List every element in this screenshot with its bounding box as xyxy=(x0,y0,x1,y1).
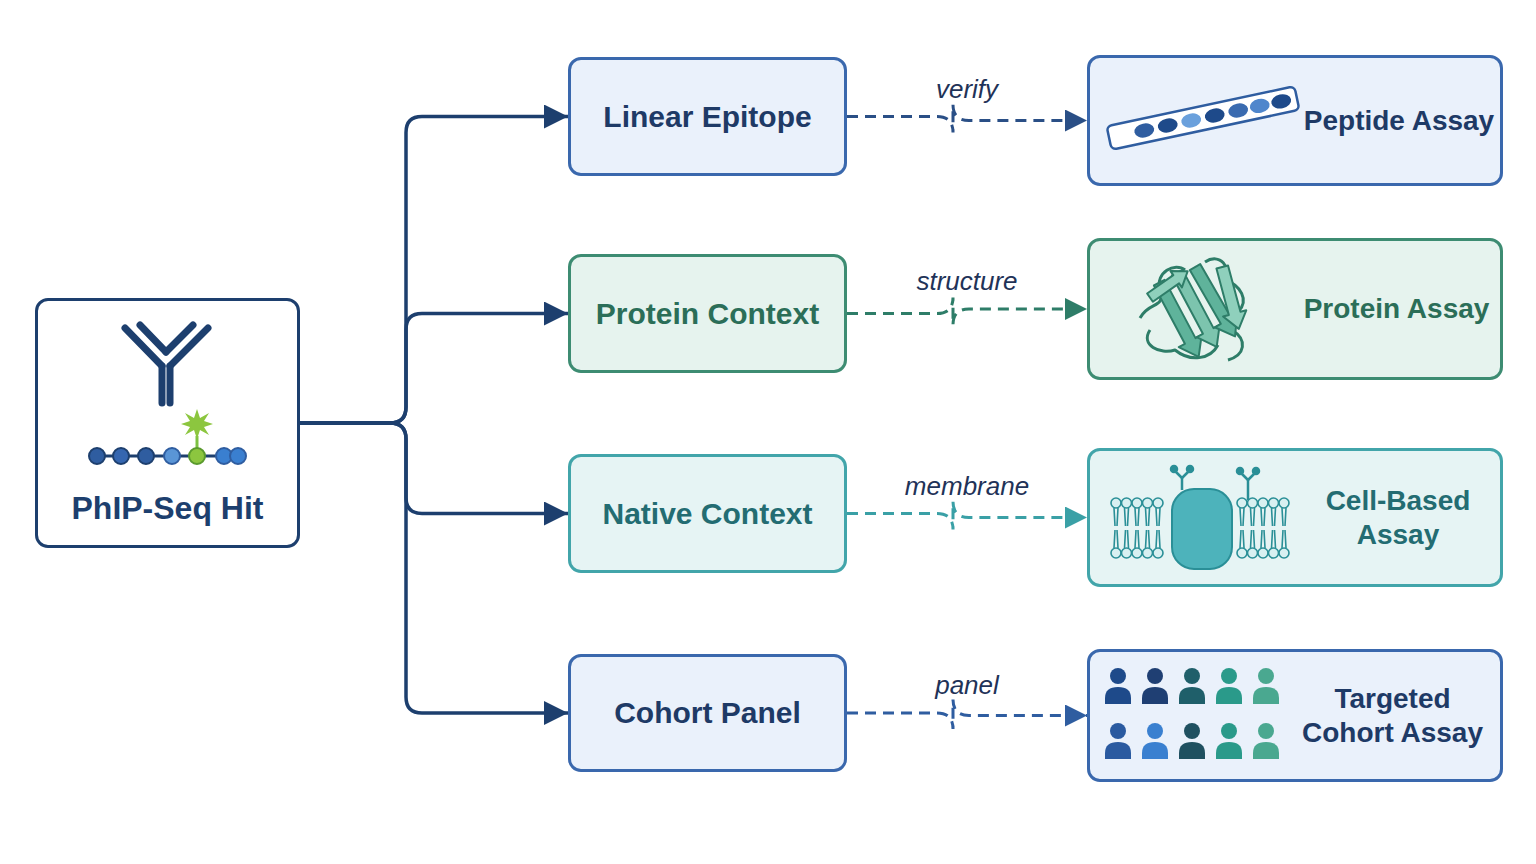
branch-arrow xyxy=(300,423,568,514)
process-box: Native Context xyxy=(568,454,847,573)
text-area: Targeted Cohort Assay xyxy=(1285,652,1500,779)
assay-box: Peptide Assay xyxy=(1087,55,1503,186)
node-label: Protein Assay xyxy=(1304,292,1490,326)
antibody-icon xyxy=(125,325,208,403)
text-area: Native Context xyxy=(571,457,844,570)
node-label: Linear Epitope xyxy=(603,99,811,135)
assay-box: Targeted Cohort Assay xyxy=(1087,649,1503,782)
node-label: Cohort Panel xyxy=(614,695,801,731)
assay-box: Protein Assay xyxy=(1087,238,1503,380)
node-label: Protein Context xyxy=(596,296,819,332)
text-area: Protein Assay xyxy=(1290,241,1503,377)
assay-box: Cell-Based Assay xyxy=(1087,448,1503,587)
source-box: PhIP-Seq Hit xyxy=(35,298,300,548)
dashed-arrow xyxy=(847,298,1087,326)
process-box: Cohort Panel xyxy=(568,654,847,772)
protein-structure-icon xyxy=(1140,259,1250,363)
dashed-arrow xyxy=(847,105,1087,133)
edge-label: verify xyxy=(936,74,998,105)
dashed-arrow xyxy=(847,700,1087,730)
edge-label: panel xyxy=(935,670,999,701)
process-box: Linear Epitope xyxy=(568,57,847,176)
node-label: Native Context xyxy=(602,496,812,532)
branch-arrow xyxy=(300,117,568,424)
dashed-arrow xyxy=(847,502,1087,530)
node-label: PhIP-Seq Hit xyxy=(71,489,263,527)
text-area: PhIP-Seq Hit xyxy=(38,483,297,533)
edge-label: structure xyxy=(916,266,1017,297)
text-area: Cohort Panel xyxy=(571,657,844,769)
node-label: Targeted Cohort Assay xyxy=(1285,682,1500,749)
peptide-chain-icon xyxy=(89,409,246,464)
text-area: Linear Epitope xyxy=(571,60,844,173)
process-box: Protein Context xyxy=(568,254,847,373)
text-area: Protein Context xyxy=(571,257,844,370)
cell-membrane-icon xyxy=(1111,466,1289,569)
node-label: Cell-Based Assay xyxy=(1308,484,1488,551)
branch-arrow xyxy=(300,314,568,424)
peptide-array-icon xyxy=(1107,86,1300,149)
node-label: Peptide Assay xyxy=(1304,104,1494,138)
text-area: Cell-Based Assay xyxy=(1308,451,1488,584)
text-area: Peptide Assay xyxy=(1295,58,1503,183)
edge-label: membrane xyxy=(905,471,1029,502)
cohort-people-icon xyxy=(1105,668,1279,759)
branch-arrow xyxy=(300,423,568,713)
